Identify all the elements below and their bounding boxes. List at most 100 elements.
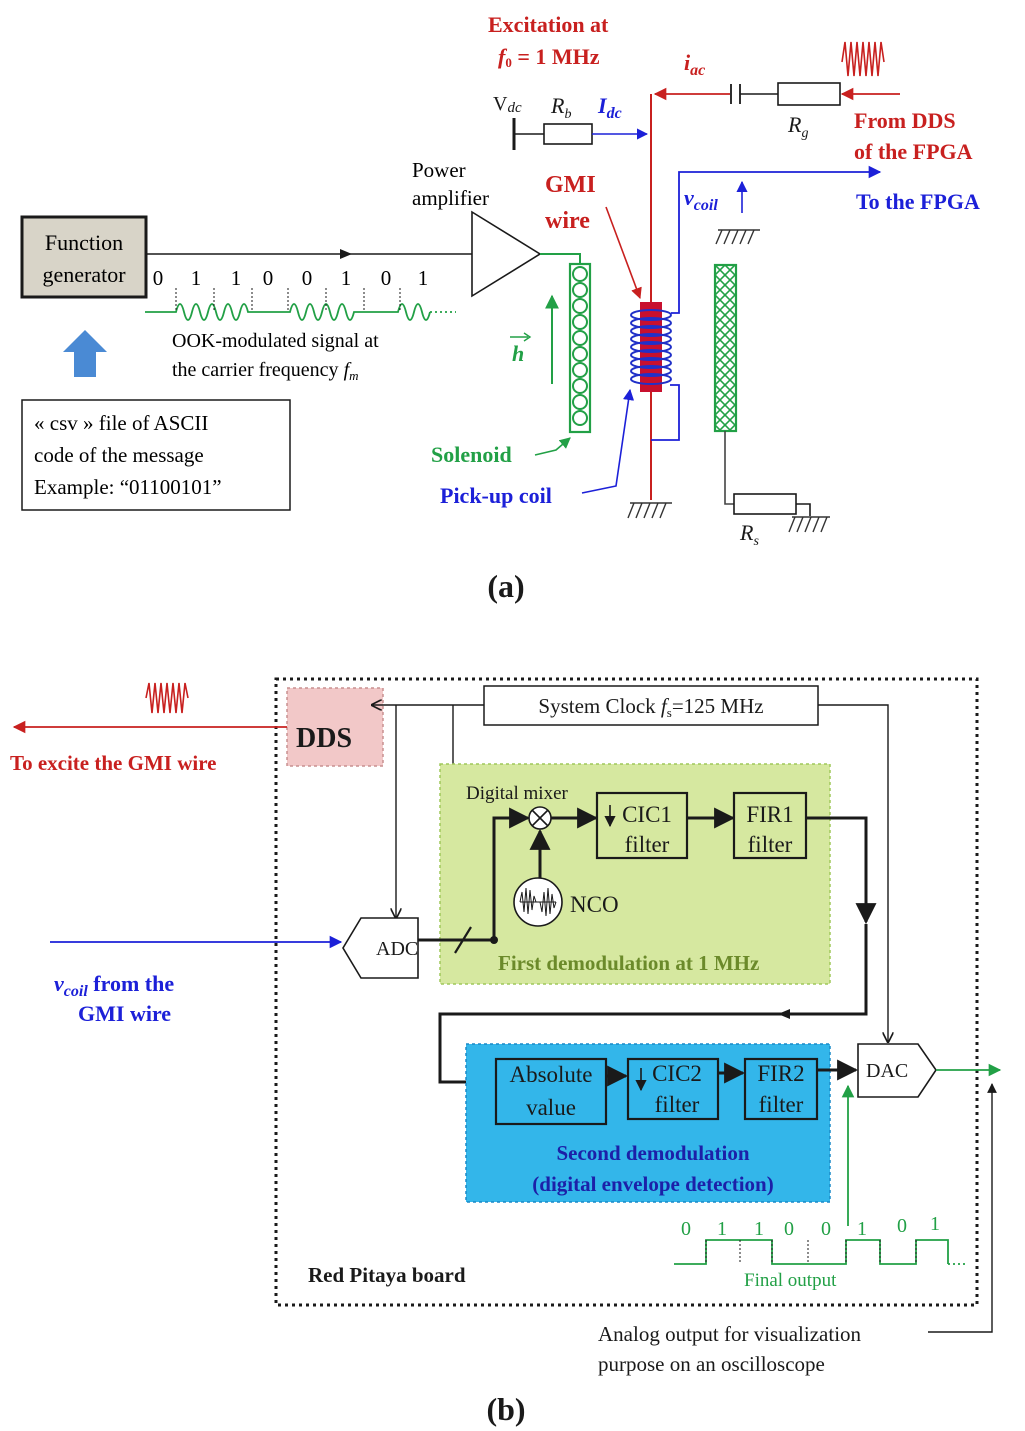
caption-b: (b) (486, 1391, 525, 1427)
fir2-line1: FIR2 (757, 1061, 804, 1086)
caption-a: (a) (487, 568, 524, 604)
power-amplifier-line1: Power (412, 158, 466, 182)
vcoil-ground-icon (715, 229, 760, 245)
clock-to-dac (818, 704, 888, 1042)
idc-label: Idc (597, 93, 622, 122)
return-arrowhead (778, 1009, 790, 1019)
bit-bottom-4: 0 (821, 1218, 831, 1240)
to-fpga-label: To the FPGA (856, 189, 980, 214)
red-pitaya-board (274, 677, 979, 1307)
bit-bottom-6: 0 (897, 1215, 907, 1237)
nco-label: NCO (570, 892, 619, 917)
excitation-line2: f0 = 1 MHz (498, 44, 600, 70)
bits-top: 0 1 1 0 0 1 0 1 (153, 266, 429, 290)
final-output-separators (705, 1240, 917, 1264)
bit-bottom-0: 0 (681, 1218, 691, 1240)
csv-line3: Example: “01100101” (34, 475, 222, 499)
h-label: h (512, 341, 524, 366)
pickup-coil-pointer (581, 388, 635, 494)
fir1-line1: FIR1 (746, 802, 793, 827)
panel-a: Function generator 0 1 1 0 0 1 0 1 OOK-m… (20, 12, 980, 604)
bit-top-7: 1 (418, 266, 429, 290)
excitation-line1: Excitation at (488, 12, 609, 37)
rs-ground-lead (796, 503, 811, 516)
system-clock-label: System Clock fs=125 MHz (538, 694, 763, 720)
rb-label: Rb (550, 93, 571, 122)
bus-slash (454, 926, 472, 954)
pickup-coil-winding (630, 309, 672, 385)
bit-bottom-5: 1 (857, 1218, 867, 1240)
dds-block (286, 687, 384, 767)
vdc-label: Vdc (493, 93, 522, 116)
solenoid-pointer (534, 437, 571, 456)
vcoil-output-wire (671, 165, 882, 314)
digital-mixer-label: Digital mixer (466, 783, 569, 804)
gmi-wire-pointer (605, 206, 642, 300)
ook-label-line2: the carrier frequency fm (172, 359, 359, 383)
bit-top-4: 0 (302, 266, 313, 290)
dds-label: DDS (296, 723, 352, 754)
solenoid-label: Solenoid (431, 442, 512, 467)
ook-label-line1: OOK-modulated signal at (172, 330, 379, 352)
from-dds-line2: of the FPGA (854, 139, 973, 164)
cic1-line2: filter (625, 832, 670, 857)
second-demod-line2: (digital envelope detection) (532, 1172, 773, 1196)
fir1-to-abs (438, 924, 868, 1093)
adc-block (342, 917, 419, 979)
solenoid-right-lead (724, 431, 734, 505)
mixer-cross-2 (531, 809, 549, 827)
cic2-line1: CIC2 (652, 1061, 702, 1086)
gmi-ground-icon (627, 502, 672, 519)
pickup-coil-return (651, 384, 680, 441)
power-amplifier-triangle (471, 210, 542, 298)
dds-burst-icon-b (145, 682, 189, 714)
rg-resistor (777, 82, 841, 106)
second-demod-line1: Second demodulation (556, 1141, 749, 1165)
cic2-line2: filter (655, 1092, 700, 1117)
bit-top-3: 0 (263, 266, 274, 290)
fir1-output-down (806, 816, 877, 925)
red-pitaya-label: Red Pitaya board (308, 1263, 466, 1287)
analog-output-pointer (928, 1083, 997, 1333)
csv-line2: code of the message (34, 443, 204, 467)
pickup-coil-label: Pick-up coil (440, 483, 552, 508)
fir2-line2: filter (759, 1092, 804, 1117)
rs-label: Rs (739, 520, 759, 549)
absolute-value-block (494, 1057, 608, 1126)
fir1-line2: filter (748, 832, 793, 857)
final-output-waveform (674, 1239, 949, 1265)
dac-block (857, 1043, 937, 1098)
bit-top-5: 1 (341, 266, 352, 290)
bit-top-2: 1 (231, 266, 242, 290)
rb-resistor (543, 123, 593, 145)
to-excite-label: To excite the GMI wire (10, 751, 216, 775)
absolute-value-line1: Absolute (509, 1062, 592, 1087)
rs-resistor (733, 493, 797, 515)
adc-to-mixer (418, 807, 531, 942)
vcoil-from-line1: vcoil from the (54, 971, 174, 1000)
bit-bottom-7: 1 (930, 1213, 940, 1235)
absolute-value-line2: value (526, 1095, 576, 1120)
nco-wave-icon (519, 887, 557, 917)
amp-to-solenoid-wire (540, 253, 581, 264)
bit-bottom-1: 1 (717, 1218, 727, 1240)
bit-separators (175, 288, 401, 312)
solenoid-left-turns (572, 266, 588, 426)
cic1-line1: CIC1 (622, 802, 672, 827)
csv-line1: « csv » file of ASCII (34, 411, 208, 435)
system-clock-box (483, 685, 819, 726)
function-generator-line2: generator (42, 262, 126, 287)
first-demod-label: First demodulation at 1 MHz (498, 951, 759, 975)
iac-label: iac (684, 50, 705, 79)
vcoil-label-a: vcoil (684, 185, 718, 214)
bit-bottom-3: 0 (784, 1218, 794, 1240)
rg-label: Rg (787, 112, 808, 141)
adc-label: ADC (376, 938, 418, 960)
final-output-label: Final output (744, 1270, 837, 1291)
dac-label: DAC (866, 1060, 908, 1082)
bits-bottom: 0 1 1 0 0 1 0 1 (681, 1213, 940, 1240)
analog-output-line2: purpose on an oscilloscope (598, 1352, 825, 1376)
dds-burst-icon-a (841, 41, 885, 77)
